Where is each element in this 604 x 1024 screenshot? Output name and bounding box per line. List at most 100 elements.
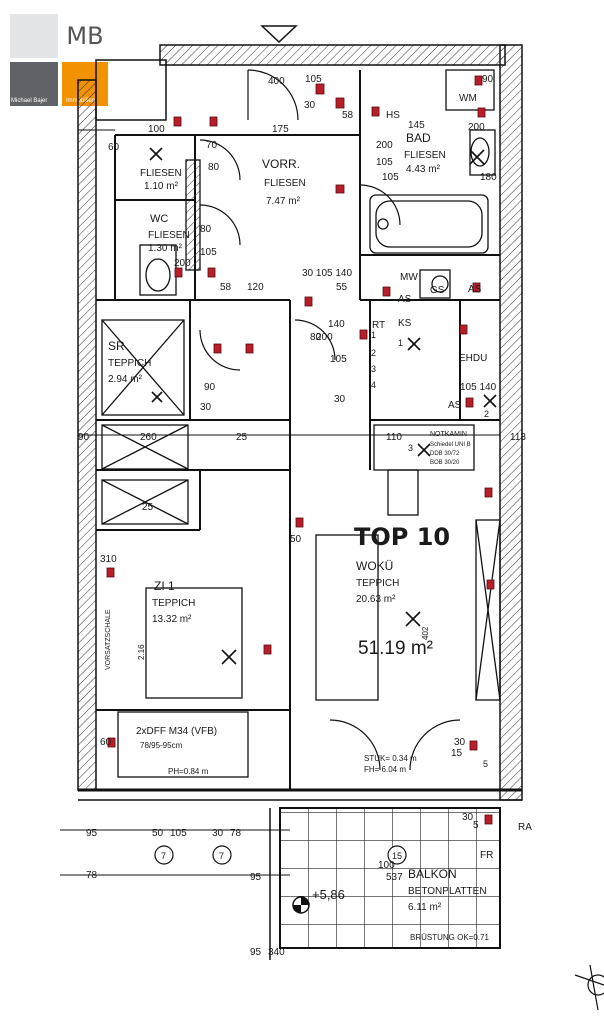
dimension-number: 50 (152, 828, 164, 839)
room-name-bad: BAD (406, 131, 431, 145)
dimension-number: 110 (386, 432, 402, 443)
label-notkamin: NOTKAMIN (430, 431, 467, 438)
dimension-number: 90 (204, 382, 216, 393)
room-name-vorraum: VORR. (262, 157, 300, 171)
label-width-402: 402 (421, 626, 430, 640)
marker-number: 7 (161, 851, 166, 861)
dimension-number: 100 (148, 124, 165, 135)
room-floor-abstell: FLIESEN (140, 168, 182, 179)
electrical-symbols (106, 75, 495, 825)
label-wall: VORSATZSCHALE (105, 609, 112, 670)
dimension-number: 105 (305, 74, 322, 85)
label-stuk: STUK= 0.34 m (364, 754, 417, 763)
dimension-number: 15 (451, 748, 463, 759)
room-name-wc: WC (150, 213, 168, 225)
marker-number: 7 (219, 851, 224, 861)
dimension-number: 310 (100, 554, 117, 565)
marker-number: 3 (371, 364, 376, 374)
label-hs: HS (386, 110, 400, 121)
marker-number: 2 (371, 348, 376, 358)
dimension-number: 5 (473, 820, 479, 831)
dimension-number: 58 (342, 110, 354, 121)
room-area-vorraum: 7.47 m² (266, 196, 301, 207)
label-height-side: 2.16 (137, 644, 146, 660)
dimension-number: 55 (336, 282, 348, 293)
room-name-wohnkueche: WOKÜ (356, 559, 393, 573)
room-floor-bad: FLIESEN (404, 150, 446, 161)
dimension-number: 25 (142, 502, 154, 513)
label-door-size: 78/95-95cm (140, 741, 183, 750)
logo-dark-tile: Michael Bajer (10, 62, 58, 106)
label-rt: RT (372, 320, 385, 331)
label-as-1: AS (468, 284, 482, 295)
label-bruestung: BRÜSTUNG OK=0.71 (410, 933, 489, 942)
label-door-spec: 2xDFF M34 (VFB) (136, 726, 217, 737)
label-notkamin-sub1: Schiedel UNI B (430, 442, 471, 448)
dimension-number: 340 (268, 947, 285, 958)
room-area-abstell: 1.10 m² (144, 181, 179, 192)
dimension-number: 260 (140, 432, 157, 443)
marker-number: 5 (483, 759, 488, 769)
room-floor-wohnkueche: TEPPICH (356, 578, 399, 589)
marker-number: 2 (484, 409, 489, 419)
dimension-number: 200 (316, 332, 333, 343)
dimension-number: 200 (468, 122, 485, 133)
dimension-number: 90 (78, 432, 90, 443)
dimension-number: 105 140 (460, 382, 497, 393)
dimension-number: 105 (382, 172, 399, 183)
dimension-number: 200 (174, 258, 191, 269)
room-area-schrank: 2.94 m² (108, 374, 143, 385)
label-wm: WM (459, 93, 477, 104)
label-notkamin-sub3: BOB 30/20 (430, 460, 460, 466)
dimension-number: 80 (200, 224, 212, 235)
dimension-number: 140 (328, 319, 345, 330)
marker-number: 1 (398, 338, 403, 348)
fixtures (101, 69, 501, 778)
dimension-number: 80 (310, 332, 322, 343)
room-area-bad: 4.43 m² (406, 164, 441, 175)
dimension-number: 30 (462, 812, 474, 823)
room-floor-vorraum: FLIESEN (264, 178, 306, 189)
label-gs: GS (430, 285, 445, 296)
dimension-number: 105 (170, 828, 187, 839)
dimension-number: 90 (482, 74, 494, 85)
label-fh: FH= 6.04 m (364, 765, 406, 774)
room-floor-wc: FLIESEN (148, 230, 190, 241)
label-parapet: PH=0.84 m (168, 767, 209, 776)
dimension-number: 105 (330, 354, 347, 365)
dimension-number: 95 (250, 947, 262, 958)
label-notkamin-sub2: DDB 30/72 (430, 451, 460, 457)
dimension-number: 60 (100, 737, 112, 748)
room-name-schrank: SR (108, 339, 125, 353)
dimension-number: 95 (86, 828, 98, 839)
room-area-zimmer: 13.32 m² (152, 614, 192, 625)
room-floor-balkon: BETONPLATTEN (408, 886, 487, 897)
dimension-number: 537 (386, 872, 403, 883)
label-ra: RA (518, 822, 532, 833)
dimension-number: 30 (304, 100, 316, 111)
room-floor-schrank: TEPPICH (108, 358, 151, 369)
marker-number: 1 (371, 330, 376, 340)
room-name-balkon: BALKON (408, 867, 457, 881)
dimension-number: 60 (108, 142, 120, 153)
dimension-number: 30 (454, 737, 466, 748)
dimension-number: 100 (378, 860, 395, 871)
dimension-number: 175 (272, 124, 289, 135)
label-elevation: +5,86 (312, 887, 345, 902)
dimension-numbers: 1053058145901751007080200105608010520058… (78, 74, 526, 958)
dimension-number: 105 (376, 157, 393, 168)
dimension-number: 30 (334, 394, 346, 405)
dimension-number: 25 (236, 432, 248, 443)
label-mw: MW (400, 272, 418, 283)
dimension-number: 113 (510, 432, 526, 443)
logo-name: Michael Bajer (11, 98, 48, 104)
door-swings (199, 69, 461, 771)
label-fr: FR (480, 850, 493, 861)
logo-initials: MB (62, 14, 108, 58)
north-arrow-icon (574, 964, 604, 1011)
room-floor-zimmer: TEPPICH (152, 598, 195, 609)
dimension-number: 200 (376, 140, 393, 151)
unit-total-area: 51.19 m² (358, 638, 433, 659)
